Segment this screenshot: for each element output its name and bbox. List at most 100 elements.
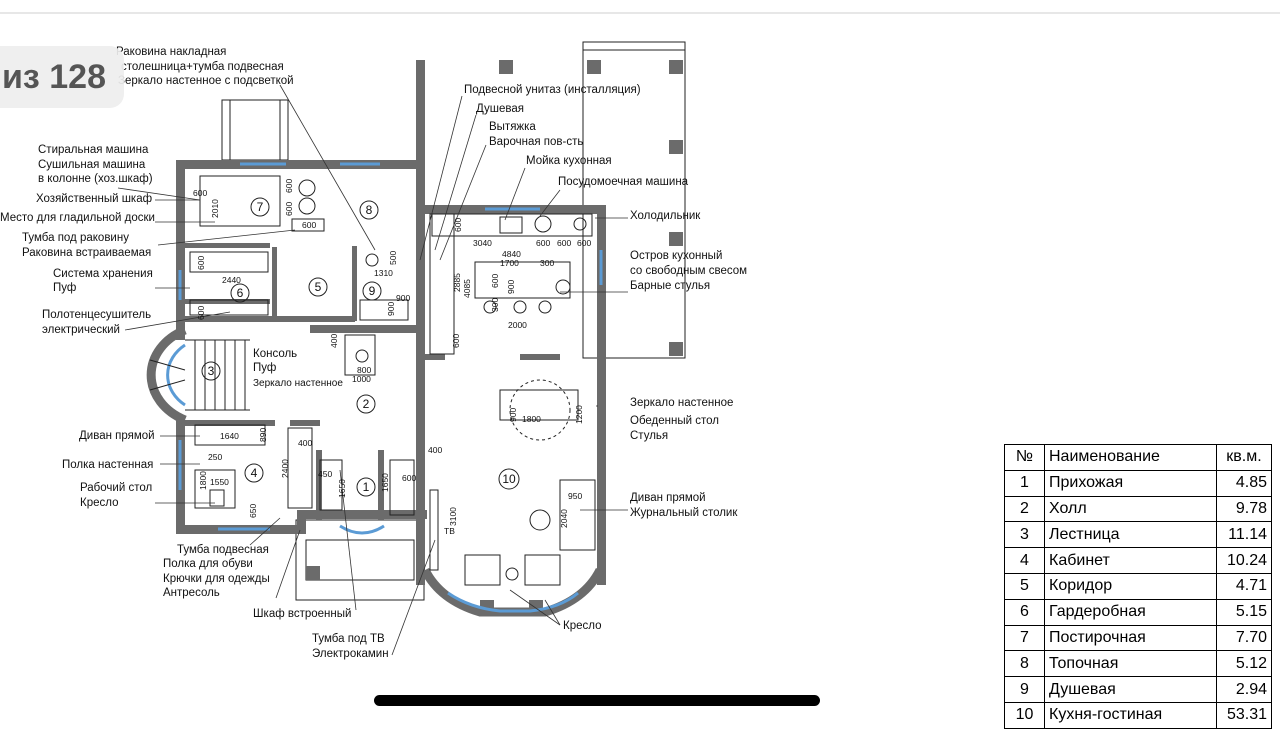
cell-no: 8 [1004, 650, 1045, 678]
dim-600: 600 [453, 218, 463, 232]
cell-name: Холл [1044, 495, 1217, 523]
label-ironing: Место для гладильной доски [0, 212, 155, 224]
label-builtin-wardrobe: Шкаф встроенный [253, 608, 351, 620]
dim-600: 600 [302, 220, 316, 230]
dim-1650: 1650 [380, 473, 390, 492]
dim-1650: 1650 [337, 479, 347, 498]
cell-no: 2 [1004, 495, 1045, 523]
dim-600: 600 [196, 256, 206, 270]
dim-600: 600 [577, 238, 591, 248]
cell-no: 1 [1004, 469, 1045, 497]
dim-600: 600 [490, 274, 500, 288]
dim-2400: 2400 [280, 459, 290, 478]
label-fireplace: Электрокамин [312, 648, 389, 660]
table-header-row: № Наименование кв.м. [1004, 444, 1272, 471]
windows [178, 162, 603, 535]
label-tv: ТВ [444, 526, 455, 536]
dim-900: 900 [386, 302, 396, 316]
cell-area: 4.85 [1216, 469, 1272, 497]
label-toilet: Подвесной унитаз (инсталляция) [464, 84, 641, 96]
label-wall-mirror-1: Зеркало настенное [253, 378, 343, 389]
cell-name: Топочная [1044, 650, 1217, 678]
dim-1550: 1550 [210, 477, 229, 487]
dim-600: 600 [284, 202, 294, 216]
cell-area: 5.15 [1216, 598, 1272, 626]
cell-area: 53.31 [1216, 701, 1272, 729]
dim-2885: 2885 [452, 273, 462, 292]
dim-1700: 1700 [500, 258, 519, 268]
table-header-area: кв.м. [1216, 444, 1272, 471]
label-kitchen-sink: Мойка кухонная [526, 155, 612, 167]
label-hob: Варочная пов-сть [489, 136, 583, 148]
label-dishwasher: Посудомоечная машина [558, 176, 689, 188]
label-bar-stools: Барные стулья [630, 280, 710, 292]
cell-no: 4 [1004, 547, 1045, 574]
label-hooks: Крючки для одежды [163, 573, 270, 585]
room-number-5: 5 [315, 280, 322, 294]
label-washer: Стиральная машина [38, 144, 149, 156]
cell-area: 9.78 [1216, 495, 1272, 523]
label-shoe-shelf: Полка для обуви [163, 558, 253, 570]
room-number-9: 9 [369, 284, 376, 298]
dim-4840: 4840 [502, 249, 521, 259]
kitchen-furniture [429, 213, 596, 586]
dim-950: 950 [568, 491, 582, 501]
cell-name: Постирочная [1044, 624, 1217, 652]
cell-name: Кабинет [1044, 547, 1217, 574]
dim-1800: 1800 [198, 471, 208, 490]
cell-area: 10.24 [1216, 547, 1272, 574]
dim-1800: 1800 [522, 414, 541, 424]
label-island: Остров кухонный [630, 250, 722, 262]
dimension-texts: 600 2010 600 600 600 600 2440 600 1310 5… [193, 179, 591, 528]
dim-600: 600 [536, 238, 550, 248]
dim-800: 800 [357, 365, 371, 375]
label-coffee-table: Журнальный столик [630, 507, 738, 519]
annotation-labels: Раковина накладная столешница+тумба подв… [0, 46, 747, 660]
dim-600: 600 [451, 334, 461, 348]
leader-lines [117, 84, 628, 656]
label-countertop-cabinet: столешница+тумба подвесная [121, 61, 284, 73]
label-console: Консоль [253, 348, 297, 360]
dim-1640: 1640 [220, 431, 239, 441]
cell-no: 5 [1004, 572, 1045, 600]
cell-name: Прихожая [1044, 469, 1217, 497]
cell-name: Гардеробная [1044, 598, 1217, 626]
dim-2440: 2440 [222, 275, 241, 285]
label-sink-builtin: Раковина встраиваемая [22, 247, 151, 259]
dim-900: 900 [508, 408, 518, 422]
label-shower: Душевая [476, 103, 524, 115]
home-indicator-bar[interactable] [374, 695, 820, 706]
table-header-name: Наименование [1044, 444, 1217, 471]
label-sofa-straight-2: Диван прямой [630, 492, 706, 504]
dim-600: 600 [557, 238, 571, 248]
dim-2010: 2010 [210, 199, 220, 218]
cell-name: Лестница [1044, 521, 1217, 549]
room-number-2: 2 [363, 397, 370, 411]
room-number-4: 4 [251, 466, 258, 480]
label-armchair-2: Кресло [563, 620, 601, 632]
label-mirror-backlit: Зеркало настенное с подсветкой [118, 75, 294, 87]
dim-400: 400 [329, 334, 339, 348]
room-number-10: 10 [502, 472, 516, 486]
label-desk: Рабочий стол [80, 482, 152, 494]
label-column: в колонне (хоз.шкаф) [38, 173, 153, 185]
dim-400: 400 [298, 438, 312, 448]
label-sink-overlay: Раковина накладная [116, 46, 226, 58]
table-header-no: № [1004, 444, 1045, 471]
dim-600: 600 [196, 306, 206, 320]
cell-no: 10 [1004, 701, 1045, 729]
dim-400: 400 [428, 445, 442, 455]
cell-area: 5.12 [1216, 650, 1272, 678]
label-mezzanine: Антресоль [163, 587, 220, 599]
cell-area: 11.14 [1216, 521, 1272, 549]
label-wall-shelf: Полка настенная [62, 459, 153, 471]
cell-no: 3 [1004, 521, 1045, 549]
dim-2000: 2000 [508, 320, 527, 330]
